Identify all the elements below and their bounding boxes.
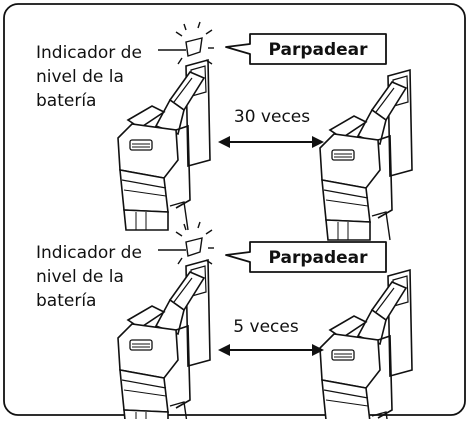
blink-callout: Parpadear xyxy=(225,33,387,65)
blink-callout: Parpadear xyxy=(225,241,387,273)
blink-callout-text: Parpadear xyxy=(268,40,368,60)
diagram-border xyxy=(3,3,466,416)
indicator-label-line-2: nivel de la xyxy=(36,67,124,87)
indicator-label-line-1: Indicador de xyxy=(36,243,142,263)
blink-rays-icon xyxy=(175,221,214,265)
blink-callout-text: Parpadear xyxy=(268,248,368,268)
blink-rays-icon xyxy=(175,21,214,65)
indicator-label-line-1: Indicador de xyxy=(36,43,142,63)
double-arrow-icon xyxy=(218,136,324,148)
double-arrow-icon xyxy=(218,344,324,356)
indicator-label-line-3: batería xyxy=(36,91,96,111)
indicator-label-line-2: nivel de la xyxy=(36,267,124,287)
blink-count-label: 5 veces xyxy=(233,317,299,337)
top-panel: Indicador de nivel de la batería Parpade… xyxy=(36,21,413,241)
blink-count-label: 30 veces xyxy=(234,107,310,127)
indicator-label-line-3: batería xyxy=(36,291,96,311)
bottom-panel: Indicador de nivel de la batería Parpade… xyxy=(36,221,413,423)
